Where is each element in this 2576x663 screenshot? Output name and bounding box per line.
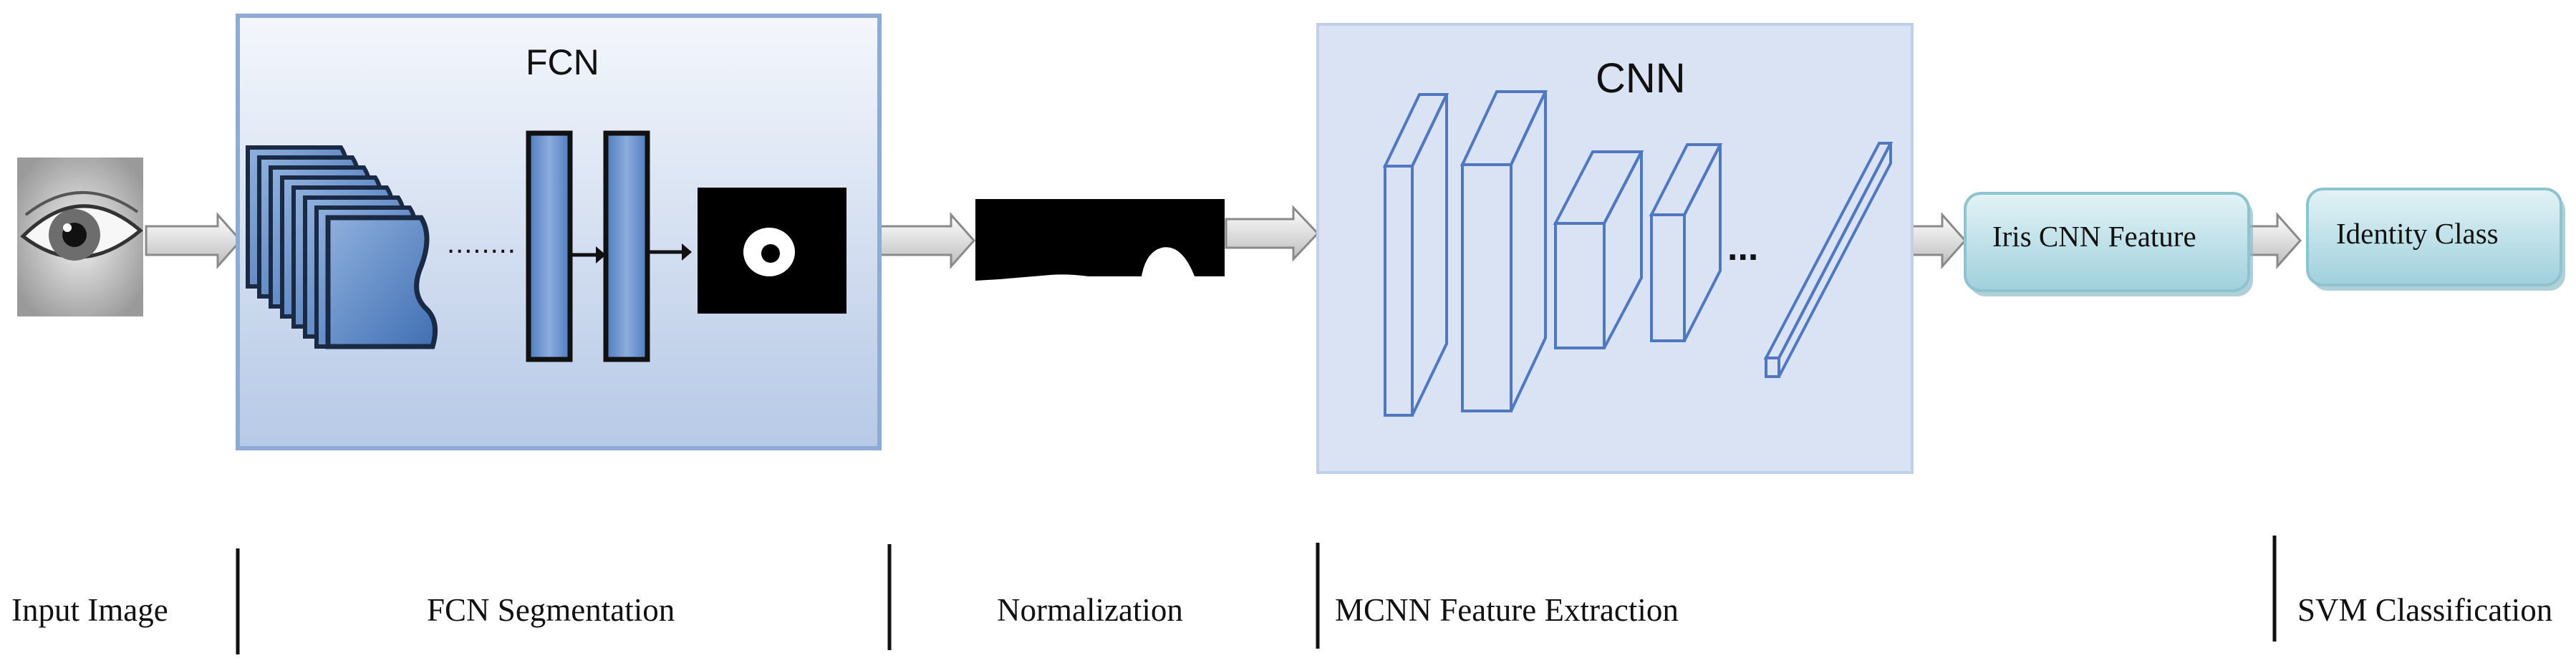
arrow-cnn-to-feature bbox=[1906, 212, 1967, 269]
arrow-normalization-to-cnn bbox=[1225, 205, 1320, 262]
cnn-layer-block-1 bbox=[1382, 93, 1449, 417]
cnn-title: CNN bbox=[1596, 55, 1686, 102]
iris-cnn-feature-box bbox=[1964, 192, 2253, 296]
fcn-ellipsis-dots: ........ bbox=[447, 228, 516, 259]
cnn-fully-connected-layer bbox=[1763, 142, 1894, 378]
stage-label-svm-classification: SVM Classification bbox=[2297, 592, 2553, 628]
input-eye-image bbox=[17, 158, 143, 316]
iris-cnn-feature-label: Iris CNN Feature bbox=[1992, 220, 2196, 253]
fcn-feature-map-stack bbox=[246, 145, 438, 349]
fcn-panel bbox=[236, 14, 882, 450]
arrow-input-to-fcn bbox=[145, 212, 243, 269]
arrow-feature-to-identity bbox=[2247, 212, 2302, 269]
cnn-panel bbox=[1316, 23, 1914, 474]
cnn-layer-block-2 bbox=[1460, 90, 1548, 412]
arrow-fcn-to-normalization bbox=[878, 212, 976, 269]
normalized-iris-image bbox=[975, 199, 1225, 281]
identity-class-label: Identity Class bbox=[2336, 217, 2499, 250]
cnn-layer-block-3 bbox=[1553, 150, 1644, 349]
fcn-title: FCN bbox=[526, 42, 599, 82]
fcn-layer-bar-2 bbox=[603, 130, 650, 362]
stage-label-fcn-segmentation: FCN Segmentation bbox=[427, 592, 675, 628]
identity-class-box bbox=[2306, 188, 2565, 291]
segmentation-mask bbox=[698, 188, 846, 314]
stage-label-normalization: Normalization bbox=[997, 592, 1183, 628]
stage-label-input-image: Input Image bbox=[11, 592, 168, 628]
stage-label-mcnn-feature-extraction: MCNN Feature Extraction bbox=[1335, 592, 1679, 628]
cnn-ellipsis: ... bbox=[1727, 227, 1759, 268]
fcn-layer-bar-1 bbox=[526, 130, 573, 362]
cnn-layer-block-4 bbox=[1649, 143, 1723, 342]
